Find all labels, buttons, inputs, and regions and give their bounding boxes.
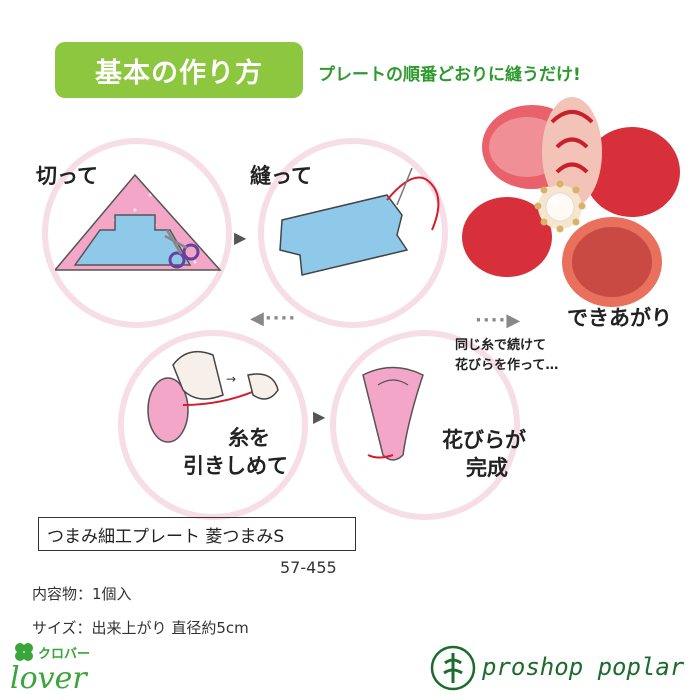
scissors-icon <box>164 229 200 269</box>
cut-fabric-illustration <box>55 173 222 271</box>
step-cut-label: 切って <box>36 164 98 188</box>
clover-logo-main: lover <box>10 661 88 693</box>
tagline: プレートの順番どおりに縫うだけ! <box>318 65 581 85</box>
step-pull-label-2: 引きしめて <box>183 454 288 478</box>
arrow-right-icon: ▶ <box>313 407 326 426</box>
petal-illustration <box>362 366 424 461</box>
step-cut-circle <box>42 138 232 328</box>
product-code: 57-455 <box>280 558 337 577</box>
dotted-arrow-up-right-icon: ····▶ <box>475 310 522 331</box>
step-petal-label-2: 完成 <box>466 456 508 480</box>
finished-label: できあがり <box>567 306 672 330</box>
continue-note-1: 同じ糸で続けて <box>455 338 547 353</box>
step-petal-label-1: 花びらが <box>442 428 526 452</box>
clover-logo-top: クロバー <box>38 647 90 662</box>
shop-name: proshop poplar <box>482 653 685 681</box>
product-contents: 内容物：1個入 <box>32 585 132 603</box>
step-petal-circle <box>330 330 520 520</box>
shop-emblem <box>430 645 476 695</box>
svg-text:→: → <box>226 372 236 386</box>
pull-thread-illustration: → <box>147 350 279 443</box>
sew-plate-illustration <box>279 167 440 276</box>
finished-flower-image <box>462 97 680 307</box>
page-title: 基本の作り方 <box>55 42 303 98</box>
continue-note-2: 花びらを作って… <box>455 358 559 373</box>
arrow-right-icon: ▶ <box>234 228 247 247</box>
step-pull-label-1: 糸を <box>228 426 270 450</box>
dotted-arrow-down-left-icon: ◀···· <box>250 308 297 329</box>
product-size: サイズ：出来上がり 直径約5cm <box>32 619 249 637</box>
product-name-box: つまみ細工プレート 菱つまみS <box>38 517 356 551</box>
clover-logo: クロバー lover <box>8 638 108 697</box>
step-sew-label: 縫って <box>250 164 312 188</box>
